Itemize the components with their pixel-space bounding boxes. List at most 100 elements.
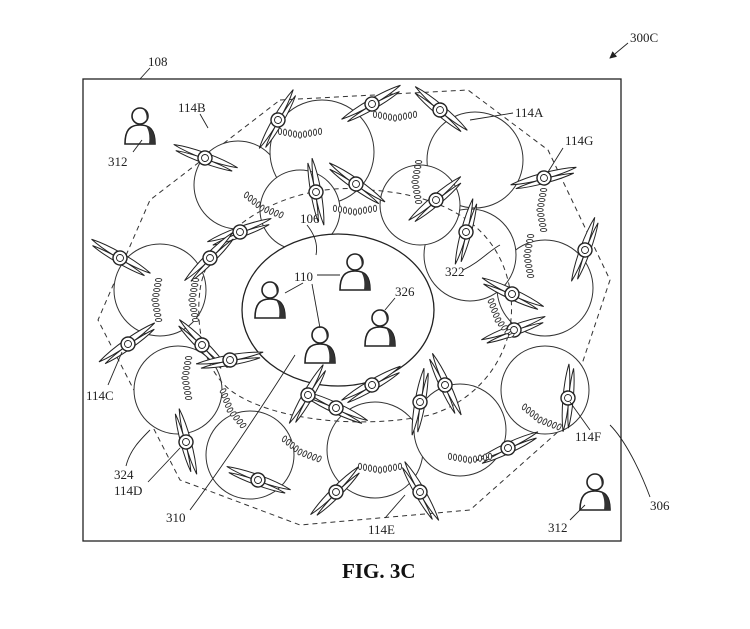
drone-hub-ring [198,341,206,349]
label-326: 326 [395,284,415,299]
person-head [131,107,149,125]
beam-dot [537,416,543,424]
drone-icon [481,315,546,344]
drone-icon [341,84,401,123]
coverage-cell [205,410,295,500]
drone-hub [120,336,136,352]
beam-dot [189,302,197,308]
signal-beam [487,298,515,339]
drone-hub [428,192,444,208]
beam-dot [255,201,261,209]
beam-dot [452,453,458,461]
signal-beam [151,277,163,323]
beam-dot [521,403,528,411]
label-114E: 114E [368,522,395,537]
drone-icon [310,466,360,516]
drone-hub-ring [368,100,376,108]
drone-hub [222,352,238,368]
beam-dot [392,463,398,471]
beam-dot [251,198,257,205]
drone-hub [560,390,576,406]
beam-dot [223,397,230,404]
drone-hub-ring [312,188,320,196]
beam-dot [538,217,546,223]
coverage-cell [413,383,507,477]
person-shade [326,345,335,363]
drone-hub-ring [206,254,214,262]
signal-beam [536,187,548,233]
beam-dot [526,268,534,274]
drone-icon [411,367,429,436]
drone-hub [197,150,213,166]
beam-dot [372,204,378,213]
beam-dot [538,197,546,203]
beam-dot [525,243,533,249]
beam-dot [491,307,498,314]
person-shade [361,272,370,290]
beam-dot [447,452,453,461]
drone-icon [184,232,234,282]
beam-dot [191,317,200,323]
drone-hub-ring [368,381,376,389]
beam-dot [287,129,293,137]
leader-326 [384,297,396,311]
beam-dot [151,297,159,303]
leader-110-b [284,282,304,294]
beam-dot [191,312,199,318]
beam-dot [414,194,422,200]
drone-hub-ring [462,228,470,236]
figure-caption: FIG. 3C [342,559,416,583]
person-head-shade [358,255,363,268]
coverage-cell [379,164,461,246]
beam-dot [183,385,191,391]
beam-dot [239,422,247,429]
drone-hub [178,434,194,450]
drone-hub [328,484,344,500]
drone-hub-ring [416,398,424,406]
leader-114E [384,494,406,519]
drone-hub-ring [332,404,340,412]
person-head [311,326,329,344]
beam-dot [229,411,237,417]
beam-dot [189,292,197,298]
drone-icon [98,322,156,365]
beam-dot [221,393,229,399]
drone-hub [348,176,364,192]
beam-dot [233,415,240,421]
drone-icon [481,277,544,310]
drone-hub [194,337,210,353]
beam-dot [268,208,275,215]
beam-dot [525,406,531,414]
drone-hub-ring [432,196,440,204]
leader-114D [147,447,181,483]
beam-dot [183,365,191,371]
beam-dot [504,329,512,335]
drone-hub-ring [504,444,512,452]
beam-dot [497,321,505,327]
drone-hub-ring [564,394,572,402]
leader-114B [199,113,209,129]
drone-icon [341,365,401,404]
beam-dot [184,360,192,366]
beam-dot [387,113,393,121]
drone-icon [258,89,297,149]
beam-dot [302,130,308,138]
beam-dot [539,187,548,193]
label-300C: 300C [630,30,658,45]
beam-dot [243,191,250,199]
beam-dot [529,410,535,417]
beam-dot [282,128,288,136]
signal-beam [181,355,193,401]
beam-dot [492,312,500,318]
beam-dot [190,287,198,293]
beam-dot [278,211,284,219]
person-shade [386,328,395,346]
person-icon [579,473,611,511]
beam-dot [402,112,408,120]
drone-hub [202,250,218,266]
beam-dot [289,442,295,449]
drone-hub-ring [116,254,124,262]
area-frame [82,78,622,542]
leader-324 [125,429,151,467]
